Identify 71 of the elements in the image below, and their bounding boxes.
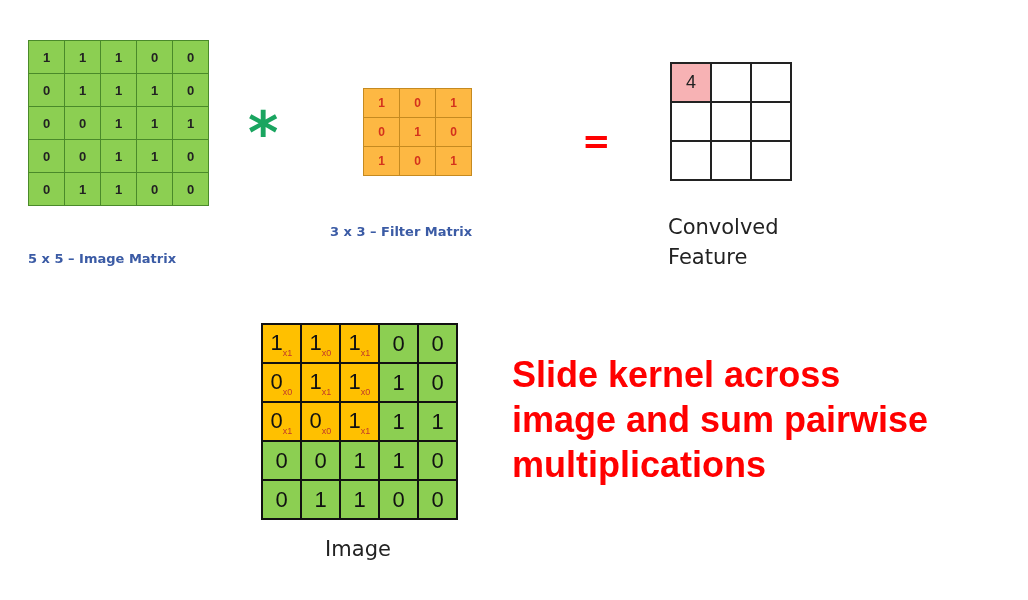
matrix-value: 1$_{x1}$ [263,325,300,362]
matrix-value: 1 [101,41,136,73]
matrix-value: 0 [419,481,456,518]
matrix-value: 0 [419,442,456,479]
matrix-value: 0 [436,118,471,146]
matrix-value: 1 [341,442,378,479]
matrix-value: 0 [29,140,64,172]
matrix-value: 1$_{x1}$ [302,364,339,401]
matrix-value: 0$_{x1}$ [263,403,300,440]
matrix-caption: Image [324,536,392,563]
matrix-value: 0 [137,41,172,73]
matrix-caption: 3 x 3 – Filter Matrix [330,223,474,241]
matrix-value: 0 [400,89,435,117]
matrix-value: 1 [29,41,64,73]
matrix-value: 0 [364,118,399,146]
matrix-value: 0 [29,74,64,106]
matrix-grid [363,88,472,176]
matrix-value: 1 [137,107,172,139]
matrix-value: 1 [436,147,471,175]
matrix-value: 1 [380,403,417,440]
matrix-value: 1 [419,403,456,440]
explanation-text: Slide kernel across image and sum pairwise multiplications [512,353,930,487]
matrix-value: 1 [65,74,100,106]
matrix-value: 1 [380,364,417,401]
matrix-value: 1 [137,74,172,106]
matrix-value: 4 [672,64,710,101]
matrix-value: 0 [65,140,100,172]
matrix-value: 0$_{x0}$ [263,364,300,401]
matrix-value: 0 [263,442,300,479]
matrix-grid [28,40,209,206]
matrix-value: 1 [341,481,378,518]
matrix-value: 0 [380,325,417,362]
convolution-operator: * [248,104,279,162]
matrix-value: 1 [101,140,136,172]
matrix-value: 1$_{x1}$ [341,325,378,362]
matrix-value: 0 [29,173,64,205]
matrix-value: 1 [101,107,136,139]
matrix-value: 0 [173,173,208,205]
matrix-value: 0 [65,107,100,139]
matrix-caption: 5 x 5 – Image Matrix [28,250,178,268]
matrix-value: 0 [137,173,172,205]
matrix-value: 1 [400,118,435,146]
matrix-value: 0 [173,74,208,106]
matrix-value: 1 [65,173,100,205]
matrix-value: 1$_{x1}$ [341,403,378,440]
matrix-value: 1 [364,147,399,175]
matrix-value: 0 [29,107,64,139]
matrix-value: 1$_{x0}$ [302,325,339,362]
matrix-caption: Convolved Feature [668,214,780,272]
matrix-value: 1 [65,41,100,73]
matrix-value: 0 [400,147,435,175]
matrix-value: 1 [302,481,339,518]
matrix-grid [261,323,458,520]
matrix-value: 1 [436,89,471,117]
matrix-value: 0 [302,442,339,479]
matrix-value: 0 [263,481,300,518]
matrix-value: 1 [101,74,136,106]
matrix-value: 0$_{x0}$ [302,403,339,440]
matrix-value: 1$_{x0}$ [341,364,378,401]
matrix-value: 1 [173,107,208,139]
matrix-value: 1 [137,140,172,172]
matrix-value: 1 [380,442,417,479]
matrix-value: 0 [380,481,417,518]
matrix-value: 0 [419,364,456,401]
matrix-value: 1 [364,89,399,117]
matrix-value: 0 [173,41,208,73]
equals-sign: = [582,124,611,158]
matrix-value: 0 [173,140,208,172]
matrix-value: 0 [419,325,456,362]
matrix-grid [670,62,792,181]
matrix-value: 1 [101,173,136,205]
